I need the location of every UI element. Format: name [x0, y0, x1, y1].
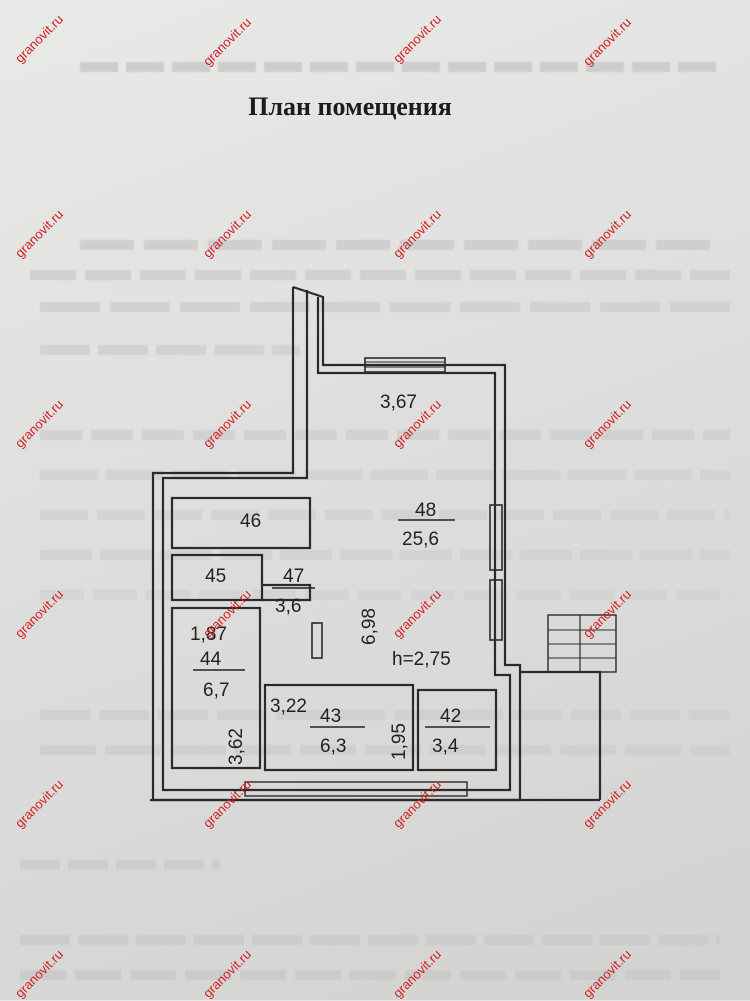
room-43-length: 3,22 — [270, 696, 307, 717]
room-labels: 3,67 48 25,6 6,98 h=2,75 46 45 47 3,6 1,… — [190, 392, 490, 765]
room-48-number: 48 — [415, 500, 436, 521]
window-right-2 — [489, 579, 503, 641]
room-44-length: 1,87 — [190, 624, 227, 645]
window-right-1 — [489, 504, 503, 571]
room-47-area: 3,6 — [275, 596, 301, 617]
wall-room-47 — [262, 583, 312, 602]
room-44-area: 6,7 — [203, 680, 229, 701]
room-48-area: 25,6 — [402, 529, 439, 550]
room-43-area: 6,3 — [320, 736, 346, 757]
wall-room-44 — [170, 606, 262, 770]
room-43-depth: 1,95 — [389, 723, 410, 760]
room-48-depth: 6,98 — [359, 608, 380, 645]
room-43-number: 43 — [320, 706, 341, 727]
balcony-outline — [520, 670, 602, 800]
wall-room-42 — [416, 688, 498, 772]
room-48-length: 3,67 — [380, 392, 417, 413]
wall-room-43 — [263, 683, 415, 772]
room-42-number: 42 — [440, 706, 461, 727]
room-48-ceiling: h=2,75 — [392, 649, 451, 670]
room-47-number: 47 — [283, 566, 304, 587]
wall-room-46 — [170, 496, 312, 550]
room-44-depth: 3,62 — [226, 728, 247, 765]
room-45-number: 45 — [205, 566, 226, 587]
wall-lines — [150, 285, 617, 802]
door-leaf — [311, 622, 323, 659]
room-44-number: 44 — [200, 649, 222, 670]
room-46-number: 46 — [240, 511, 261, 532]
outer-wall-outer — [151, 285, 522, 802]
room-42-area: 3,4 — [432, 736, 459, 757]
bottom-sill — [244, 781, 468, 797]
document-title: План помещения — [248, 92, 452, 121]
window-top — [364, 357, 446, 373]
wall-room-45 — [170, 553, 264, 602]
outer-wall-inner — [161, 290, 512, 792]
